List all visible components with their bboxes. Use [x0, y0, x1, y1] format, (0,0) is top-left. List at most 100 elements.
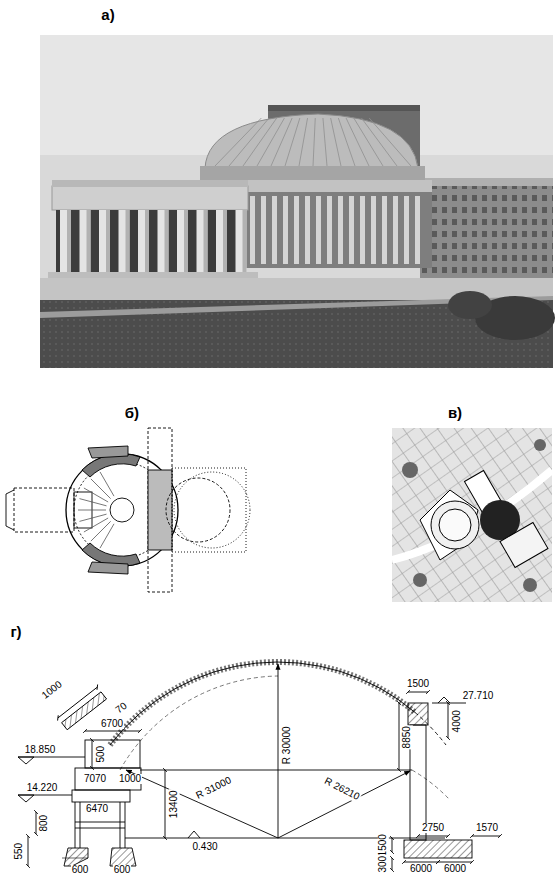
drawing-stroke — [119, 210, 130, 273]
drawing-stroke — [36, 812, 37, 834]
drawing-stroke — [6, 490, 14, 530]
drawing-stroke — [354, 118, 383, 166]
dimension-label: 18.850 — [24, 745, 57, 756]
drawing-stroke — [420, 178, 553, 186]
drawing-stroke — [72, 790, 130, 802]
drawing-stroke — [399, 703, 400, 770]
drawing-stroke — [243, 210, 247, 273]
dimension-label: 13400 — [169, 789, 180, 819]
drawing-stroke — [346, 118, 369, 166]
panel-letter: б) — [125, 405, 139, 421]
drawing-stroke — [52, 186, 248, 210]
drawing-stroke — [472, 836, 500, 837]
drawing-stroke — [392, 858, 393, 870]
drawing-stroke — [534, 439, 546, 451]
drawing-stroke — [323, 118, 327, 166]
drawing-stroke — [91, 521, 111, 541]
drawing-stroke — [360, 196, 365, 264]
portico-columns — [60, 210, 247, 273]
plan-drawing — [6, 428, 250, 592]
dimension-label: 6470 — [85, 804, 109, 815]
drawing-stroke — [215, 118, 261, 166]
dimension-label: 4000 — [452, 709, 463, 733]
dimension-label: 0.430 — [191, 842, 218, 853]
drawing-stroke — [331, 118, 341, 166]
drawing-stroke — [125, 838, 445, 839]
drawing-stroke — [60, 210, 71, 273]
drawing-stroke — [158, 210, 169, 273]
drawing-stroke — [58, 687, 97, 718]
dimension-label: 300 — [378, 855, 389, 874]
drawing-stroke — [18, 795, 72, 802]
drawing-stroke — [148, 470, 172, 550]
dimension-label: 8850 — [402, 725, 413, 749]
drawing-stroke — [84, 518, 108, 532]
drawing-stroke — [327, 196, 332, 264]
drawing-stroke — [85, 731, 140, 732]
drawing-stroke — [79, 499, 106, 506]
dimension-label: 6000 — [443, 864, 467, 875]
drawing-stroke — [126, 770, 278, 838]
drawing-stroke — [62, 858, 88, 859]
dimension-label: 600 — [71, 865, 90, 876]
drawing-stroke — [165, 210, 169, 273]
drawing-stroke — [14, 488, 74, 532]
drawing-stroke — [285, 118, 300, 166]
drawing-stroke — [92, 740, 93, 768]
drawing-stroke — [110, 662, 415, 745]
drawing-stroke — [257, 118, 284, 166]
drawing-stroke — [85, 740, 140, 768]
drawing-stroke — [177, 210, 188, 273]
drawing-stroke — [200, 166, 425, 180]
dimension-label: 6000 — [409, 864, 433, 875]
drawing-stroke — [316, 196, 321, 264]
drawing-stroke — [223, 210, 227, 273]
auditorium-seats — [78, 472, 114, 548]
drawing-stroke — [278, 771, 410, 838]
drawing-stroke — [110, 498, 134, 522]
dimension-label: 7070 — [83, 774, 107, 785]
drawing-stroke — [305, 196, 310, 264]
drawing-stroke — [64, 848, 88, 866]
section-drawing — [18, 662, 500, 870]
dimension-label: 500 — [96, 745, 107, 764]
drawing-stroke — [404, 840, 472, 858]
dimension-label: 1000 — [39, 678, 65, 701]
dimension-label: R 30000 — [282, 725, 293, 765]
drawing-stroke — [140, 770, 412, 771]
drawing-stroke — [250, 196, 255, 264]
drawing-stroke — [78, 510, 106, 511]
drawing-stroke — [52, 180, 248, 187]
drawing-stroke — [28, 836, 29, 866]
panel-letter: а) — [101, 7, 114, 23]
drawing-stroke — [204, 210, 208, 273]
drawing-stroke — [88, 562, 128, 574]
drawing-stroke — [438, 862, 472, 863]
drawing-stroke — [439, 509, 471, 541]
drawing-stroke — [338, 118, 355, 166]
dimension-label: R 31000 — [194, 775, 234, 802]
drawing-stroke — [188, 831, 200, 838]
drawing-stroke — [165, 770, 166, 838]
drawing-stroke — [369, 118, 411, 166]
drawing-stroke — [99, 210, 110, 273]
drawing-stroke — [100, 524, 114, 548]
drawing-stroke — [197, 210, 208, 273]
drawing-stroke — [283, 196, 288, 264]
dimension-label: R 26210 — [322, 775, 362, 802]
drawing-stroke — [313, 118, 315, 166]
drawing-stroke — [392, 838, 393, 852]
drawing-stroke — [205, 114, 418, 168]
drawing-stroke — [40, 35, 553, 368]
drawing-stroke — [67, 210, 71, 273]
drawing-stroke — [402, 462, 418, 478]
drawing-stroke — [278, 664, 279, 838]
panel-letter: г) — [10, 624, 21, 640]
dimension-label: 27.710 — [462, 691, 495, 702]
drawing-stroke — [243, 118, 277, 166]
drawing-stroke — [412, 770, 450, 800]
drawing-stroke — [75, 828, 125, 829]
panel-letter: в) — [448, 405, 462, 421]
theatre-photo — [40, 35, 555, 368]
drawing-stroke — [500, 523, 548, 568]
